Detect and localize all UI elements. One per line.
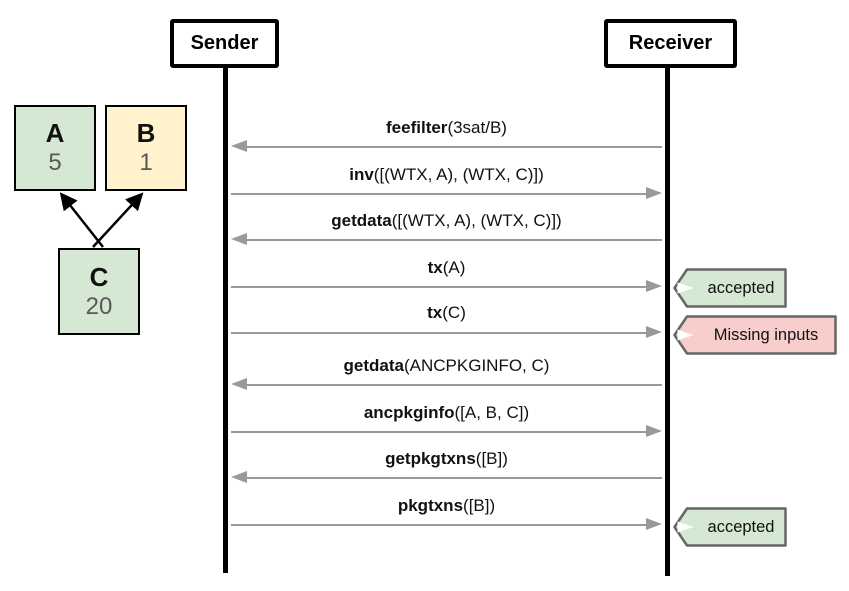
node-a-label: A [45,118,65,149]
badge-notch [677,521,694,533]
badge-flag-shape [673,268,787,308]
edge-c-to-b [92,192,144,248]
graph-dependency-arrows [59,192,144,248]
status-badge-missing-inputs: Missing inputs [673,315,837,355]
message-label-ancpkginfo: ancpkginfo([A, B, C]) [363,403,530,422]
actor-sender-label: Sender [190,32,259,54]
message-label-tx-a: tx(A) [427,258,466,277]
node-b-value: 1 [139,149,153,177]
message-arrow-inv [231,187,662,200]
badge-flag-shape [673,507,787,547]
message-arrow-getdata-ancpkginfo [231,378,662,391]
message-label-tx-c: tx(C) [427,303,466,322]
message-label-getdata-wtx: getdata([(WTX, A), (WTX, C)]) [331,211,562,230]
node-b-label: B [136,118,156,149]
message-label-getpkgtxns: getpkgtxns([B]) [385,449,508,468]
node-c-value: 20 [85,292,113,320]
arrow-left-icon [231,471,247,483]
message-label-feefilter: feefilter(3sat/B) [386,118,507,137]
arrow-right-icon [646,187,662,199]
badge-label: accepted [707,518,775,536]
arrow-left-icon [231,233,247,245]
arrow-left-icon [231,140,247,152]
badge-flag-shape [673,315,837,355]
edge-c-to-a [59,192,104,248]
lifeline-receiver [665,66,670,576]
status-badge-accepted: accepted [673,507,787,547]
arrow-right-icon [646,280,662,292]
badge-label: accepted [707,279,775,297]
badge-notch [677,329,694,341]
node-c-label: C [89,261,109,292]
badge-notch [677,282,694,294]
graph-node-c: C 20 [58,248,140,335]
message-arrow-feefilter [231,140,662,153]
badge-label: Missing inputs [713,326,819,344]
graph-node-b: B 1 [105,105,187,191]
message-label-pkgtxns: pkgtxns([B]) [397,496,496,515]
message-arrow-pkgtxns [231,518,662,531]
message-arrow-tx-c [231,326,662,339]
lifeline-sender [223,66,228,573]
message-label-getdata-ancpkginfo: getdata(ANCPKGINFO, C) [343,356,550,375]
message-arrow-ancpkginfo [231,425,662,438]
arrow-right-icon [646,425,662,437]
actor-receiver-label: Receiver [628,32,713,54]
node-a-value: 5 [48,149,62,177]
graph-node-a: A 5 [14,105,96,191]
actor-sender: Sender [170,19,279,68]
message-label-inv: inv([(WTX, A), (WTX, C)]) [349,165,544,184]
actor-receiver: Receiver [604,19,737,68]
arrow-left-icon [231,378,247,390]
message-arrow-tx-a [231,280,662,293]
arrow-right-icon [646,518,662,530]
arrow-right-icon [646,326,662,338]
message-arrow-getpkgtxns [231,471,662,484]
status-badge-accepted: accepted [673,268,787,308]
message-arrow-getdata-wtx [231,233,662,246]
